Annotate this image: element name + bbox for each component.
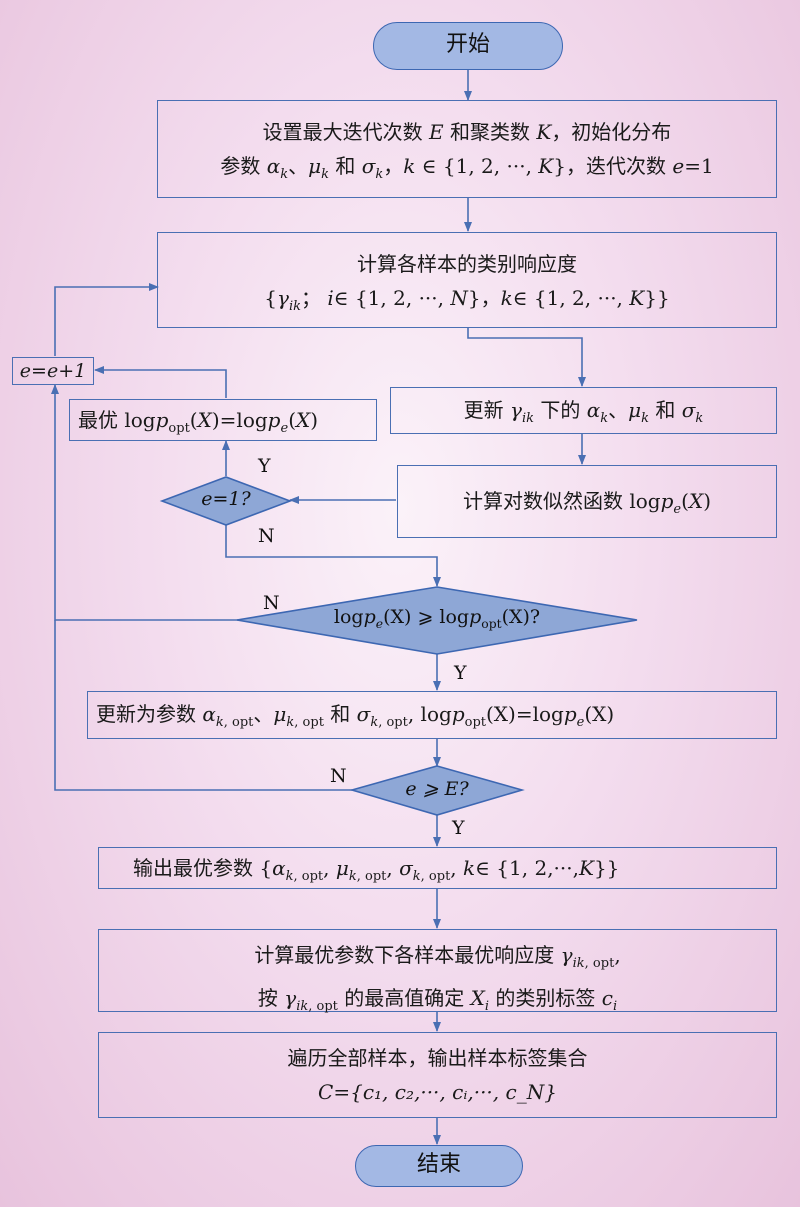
best-loglik-box: 最优 logpopt(X)=logpe(X) (69, 399, 377, 441)
end-terminal: 结束 (355, 1145, 523, 1187)
arrow-incr-resp (54, 283, 159, 356)
arrow-dec1-dec2 (225, 524, 441, 587)
init-line-2: 参数 αk、μk 和 σk，k ∈ {1, 2, ···, K}，迭代次数 e=… (220, 154, 714, 182)
updopt-text: , log (407, 702, 452, 726)
resp-text: ∈ {1, 2, ···, (333, 286, 444, 310)
init-text: ， (383, 154, 404, 178)
traverse-output-box: 遍历全部样本，输出样本标签集合 C={c₁, c₂,···, cᵢ,···, c… (98, 1032, 777, 1118)
finalresp-text: 的类别标签 (495, 986, 596, 1010)
increment-e-box: e=e+1 (12, 357, 94, 385)
update-params-box: 更新 γik 下的 αk、μk 和 σk (390, 387, 777, 434)
finalresp-text: 计算最优参数下各样本最优响应度 (254, 943, 555, 967)
finalresp-line-2: 按 γik, opt 的最高值确定 Xi 的类别标签 ci (257, 986, 618, 1014)
start-terminal: 开始 (373, 22, 563, 70)
init-text: 、 (288, 154, 309, 178)
decision-loglik-compare (236, 586, 638, 655)
resp-text: }， (467, 286, 501, 310)
dec1-text: e=1? (201, 488, 251, 510)
init-text: ∈ {1, 2, ···, (421, 154, 532, 178)
end-label: 结束 (416, 1152, 461, 1177)
updopt-text: 、 (253, 702, 274, 726)
label-dec3-no: N (330, 765, 347, 787)
init-text: 和 (335, 154, 356, 178)
traverse-line-1: 遍历全部样本，输出样本标签集合 (287, 1046, 588, 1070)
update-optimal-box: 更新为参数 αk, opt、μk, opt 和 σk, opt, logpopt… (87, 691, 777, 739)
dec2-text: (X) ⩾ log (383, 606, 470, 628)
label-dec2-yes: Y (454, 662, 467, 684)
finalresp-text: 的最高值确定 (344, 986, 465, 1010)
update-text: 更新 (463, 398, 504, 422)
update-text: 下的 (540, 398, 581, 422)
resp-line-2: {γik； i∈ {1, 2, ···, N}，k∈ {1, 2, ···, K… (264, 286, 670, 314)
decision-e-equals-1-label: e=1? (186, 488, 266, 510)
dec2-text: (X)? (501, 606, 541, 628)
output-text: }} (593, 856, 620, 880)
dec3-text: e ⩾ E? (405, 778, 469, 800)
arrow-dec3-loop (54, 620, 352, 791)
final-responsibility-box: 计算最优参数下各样本最优响应度 γik, opt, 按 γik, opt 的最高… (98, 929, 777, 1014)
output-text: 输出最优参数 { (133, 856, 273, 880)
arrow-best-incr (94, 366, 227, 398)
init-text: 设置最大迭代次数 (262, 120, 423, 144)
responsibility-box: 计算各样本的类别响应度 {γik； i∈ {1, 2, ···, N}，k∈ {… (157, 232, 777, 328)
label-dec2-no: N (263, 592, 280, 614)
label-dec1-yes: Y (258, 455, 271, 477)
traverse-line-2: C={c₁, c₂,···, cᵢ,···, c_N} (318, 1080, 557, 1104)
update-text: 和 (655, 398, 676, 422)
decision-loglik-compare-label: logpe(X) ⩾ logpopt(X)? (333, 606, 541, 631)
finalresp-line-1: 计算最优参数下各样本最优响应度 γik, opt, (254, 943, 621, 971)
decision-e-ge-E-label: e ⩾ E? (387, 778, 487, 800)
best-text: 最优 log (78, 408, 156, 432)
label-dec3-yes: Y (452, 817, 465, 839)
output-text: ∈ {1, 2,···, (475, 856, 579, 880)
decision-e-equals-1 (159, 476, 293, 526)
finalresp-text: , (614, 943, 621, 967)
symbol-E: E (429, 120, 444, 144)
loglikelihood-box: 计算对数似然函数 logpe(X) (397, 465, 777, 538)
init-params-box: 设置最大迭代次数 E 和聚类数 K，初始化分布 参数 αk、μk 和 σk，k … (157, 100, 777, 198)
resp-text: }} (644, 286, 670, 310)
init-text: }，迭代次数 (553, 154, 666, 178)
init-text: =1 (684, 154, 714, 178)
start-label: 开始 (445, 32, 490, 57)
updopt-text: (X)=log (486, 702, 564, 726)
arrow-resp-update (467, 328, 586, 387)
decision-e-ge-E (349, 765, 525, 816)
resp-text: { (264, 286, 278, 310)
resp-text: ； (301, 286, 322, 310)
increment-text: e=e+1 (19, 360, 87, 382)
updopt-text: 更新为参数 (96, 702, 196, 726)
updopt-text: (X) (584, 702, 615, 726)
init-text: 和聚类数 (450, 120, 530, 144)
finalresp-text: 按 (257, 986, 278, 1010)
resp-text: ∈ {1, 2, ···, (512, 286, 623, 310)
resp-line-1: 计算各样本的类别响应度 (357, 252, 577, 276)
init-line-1: 设置最大迭代次数 E 和聚类数 K，初始化分布 (158, 115, 776, 149)
output-params-box: 输出最优参数 {αk, opt, μk, opt, σk, opt, k∈ {1… (98, 847, 777, 889)
dec2-text: log (333, 606, 364, 628)
symbol-K: K (536, 120, 552, 144)
init-text: 参数 (220, 154, 261, 178)
init-text: ，初始化分布 (551, 120, 672, 144)
label-dec1-no: N (258, 525, 275, 547)
updopt-text: 和 (330, 702, 351, 726)
loglik-text: 计算对数似然函数 log (463, 489, 661, 513)
update-text: 、 (608, 398, 629, 422)
